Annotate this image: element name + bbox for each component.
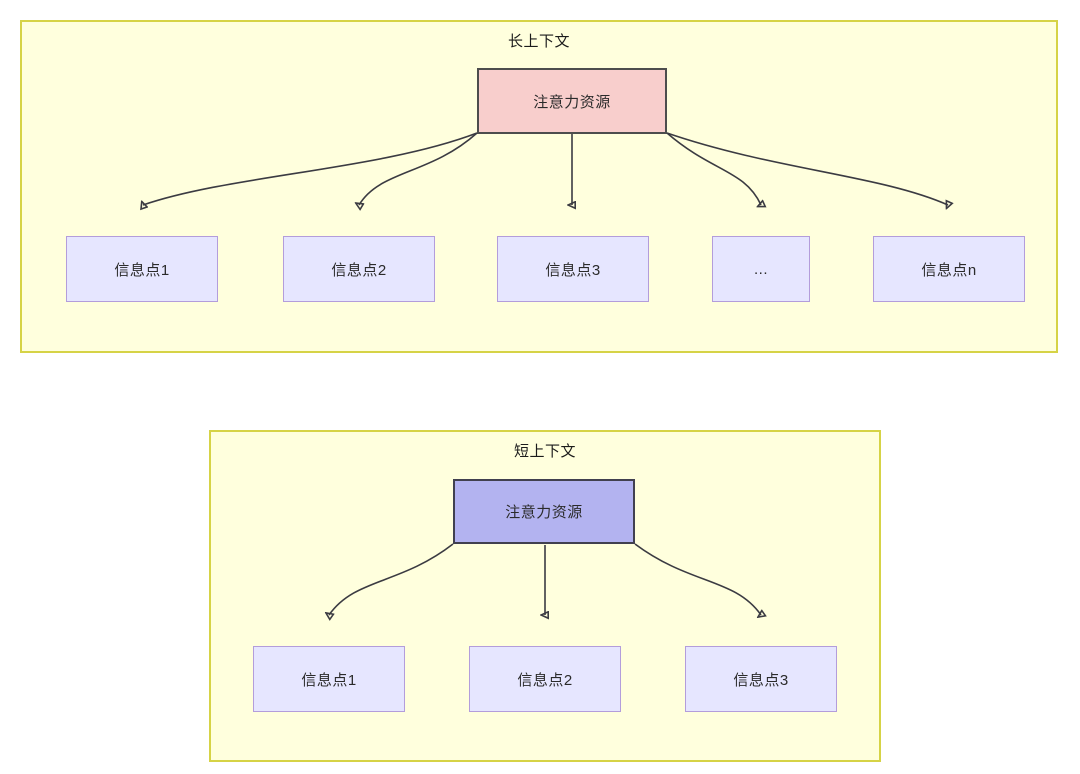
node-label: 信息点1 bbox=[301, 671, 357, 689]
node-label: 信息点1 bbox=[114, 261, 170, 279]
node-label: ... bbox=[753, 260, 768, 278]
node-info-point-n-long[interactable]: 信息点n bbox=[873, 236, 1025, 302]
panel-long-context-title: 长上下文 bbox=[507, 33, 570, 50]
node-info-point-1-long[interactable]: 信息点1 bbox=[66, 236, 218, 302]
node-info-point-3-long[interactable]: 信息点3 bbox=[497, 236, 649, 302]
node-info-point-2-short[interactable]: 信息点2 bbox=[469, 646, 621, 712]
node-label: 信息点2 bbox=[517, 671, 573, 689]
node-label: 信息点3 bbox=[545, 261, 601, 279]
panel-short-context-title: 短上下文 bbox=[513, 443, 576, 460]
node-label: 信息点3 bbox=[733, 671, 789, 689]
node-attention-resource-long[interactable]: 注意力资源 bbox=[477, 68, 667, 134]
node-info-point-1-short[interactable]: 信息点1 bbox=[253, 646, 405, 712]
node-info-point-3-short[interactable]: 信息点3 bbox=[685, 646, 837, 712]
node-attention-resource-short[interactable]: 注意力资源 bbox=[453, 479, 635, 544]
node-label: 注意力资源 bbox=[505, 504, 583, 521]
node-label: 信息点n bbox=[921, 261, 977, 279]
node-label: 信息点2 bbox=[331, 261, 387, 279]
node-info-point-ellipsis-long[interactable]: ... bbox=[712, 236, 810, 302]
node-label: 注意力资源 bbox=[533, 93, 611, 111]
node-info-point-2-long[interactable]: 信息点2 bbox=[283, 236, 435, 302]
